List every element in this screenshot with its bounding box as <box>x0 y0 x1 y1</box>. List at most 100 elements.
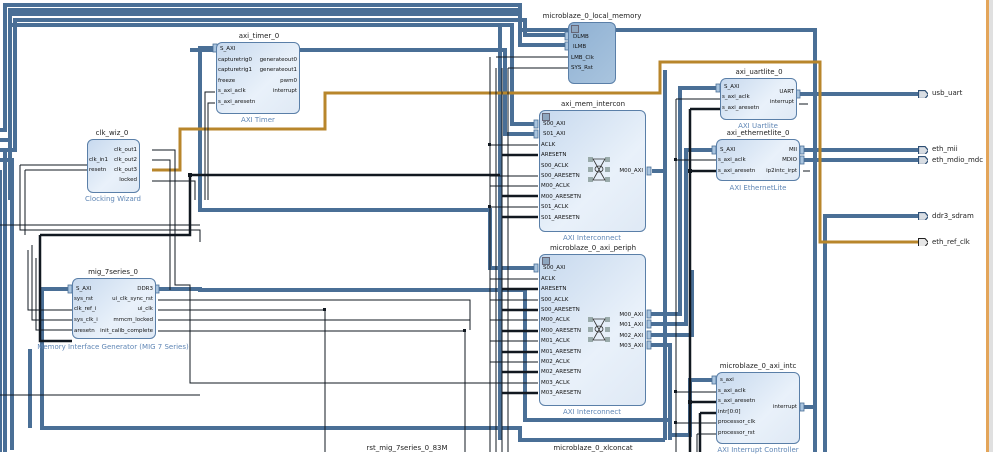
pin-s-axi[interactable]: s_axi <box>720 377 734 383</box>
pin-init-calib-complete[interactable]: init_calib_complete <box>100 328 153 334</box>
block-rst-mig-instance[interactable]: rst_mig_7series_0_83M <box>366 444 448 452</box>
pin-s-axi-aresetn[interactable]: s_axi_aresetn <box>718 168 756 174</box>
pin-interrupt[interactable]: interrupt <box>272 88 297 94</box>
block-body[interactable]: S00_AXI ACLK ARESETN S00_ACLK S00_ARESET… <box>539 254 646 406</box>
block-body[interactable]: S00_AXI S01_AXI ACLK ARESETN S00_ACLK S0… <box>539 110 646 232</box>
pin[interactable]: M01_ACLK <box>541 338 570 344</box>
expand-icon[interactable] <box>571 25 579 33</box>
pin-s-axi-aclk[interactable]: s_axi_aclk <box>722 94 750 100</box>
pin[interactable]: M03_ACLK <box>541 380 570 386</box>
pin-freeze[interactable]: freeze <box>218 78 236 84</box>
pin-mdio[interactable]: MDIO <box>782 157 797 163</box>
expand-icon[interactable] <box>542 257 550 265</box>
pin-sys-clk-i[interactable]: sys_clk_i <box>74 317 98 323</box>
bus-net[interactable] <box>40 287 665 442</box>
block-body[interactable]: S_AXI sys_rst clk_ref_i sys_clk_i areset… <box>72 278 156 339</box>
block-body[interactable]: S_AXI capturetrig0 capturetrig1 freeze s… <box>216 42 300 114</box>
pin-s-axi[interactable]: S_AXI <box>724 84 740 90</box>
pin-ddr3[interactable]: DDR3 <box>137 286 153 292</box>
pin-m00-axi[interactable]: M00_AXI <box>619 312 643 318</box>
pin-lmb-clk[interactable]: LMB_Clk <box>571 55 594 61</box>
block-body[interactable]: DLMB ILMB LMB_Clk SYS_Rst <box>568 22 616 84</box>
block-body[interactable]: clk_in1 resetn clk_out1 clk_out2 clk_out… <box>87 139 140 193</box>
pin[interactable]: M01_ARESETN <box>541 349 581 355</box>
pin-m03-axi[interactable]: M03_AXI <box>619 343 643 349</box>
pin[interactable]: ACLK <box>541 276 556 282</box>
pin-clk-out1[interactable]: clk_out1 <box>114 147 137 153</box>
pin-mmcm-locked[interactable]: mmcm_locked <box>113 317 153 323</box>
pin[interactable]: S01_AXI <box>543 131 566 137</box>
pin-generateout0[interactable]: generateout0 <box>259 57 297 63</box>
clock-net-eth-ref-clk[interactable] <box>152 60 918 244</box>
pin-clk-ref-i[interactable]: clk_ref_i <box>74 306 97 312</box>
bus-net[interactable] <box>650 148 720 326</box>
pin-processor-clk[interactable]: processor_clk <box>718 419 756 425</box>
pin-capturetrig0[interactable]: capturetrig0 <box>218 57 252 63</box>
pin-s-axi[interactable]: S_AXI <box>76 286 92 292</box>
pin-s-axi-aresetn[interactable]: s_axi_aresetn <box>722 105 760 111</box>
pin[interactable]: S00_ARESETN <box>541 173 580 179</box>
canvas-scrollbar-edge[interactable] <box>989 0 993 452</box>
pin-m01-axi[interactable]: M01_AXI <box>619 322 643 328</box>
expand-icon[interactable] <box>542 113 550 121</box>
pin[interactable]: M02_ACLK <box>541 359 570 365</box>
pin[interactable]: ARESETN <box>541 152 567 158</box>
pin-s-axi-aclk[interactable]: s_axi_aclk <box>218 88 246 94</box>
pin-dlmb[interactable]: DLMB <box>573 34 589 40</box>
pin[interactable]: S01_ARESETN <box>541 215 580 221</box>
pin-s-axi[interactable]: S_AXI <box>720 147 736 153</box>
pin-intr[interactable]: intr[0:0] <box>718 409 741 415</box>
pin[interactable]: S00_ARESETN <box>541 307 580 313</box>
block-body[interactable]: S_AXI s_axi_aclk s_axi_aresetn UART inte… <box>720 78 797 120</box>
pin-s-axi-aclk[interactable]: s_axi_aclk <box>718 157 746 163</box>
pin-ip2intc-irpt[interactable]: ip2intc_irpt <box>766 168 797 174</box>
pin-clk-out3[interactable]: clk_out3 <box>114 167 137 173</box>
pin-aresetn[interactable]: aresetn <box>74 328 95 334</box>
pin[interactable]: M00_ARESETN <box>541 194 581 200</box>
pin[interactable]: M00_ARESETN <box>541 328 581 334</box>
pin[interactable]: S01_ACLK <box>541 204 569 210</box>
pin-mii[interactable]: MII <box>789 147 797 153</box>
pin-ui-clk-sync-rst[interactable]: ui_clk_sync_rst <box>112 296 153 302</box>
pin-s-axi-aresetn[interactable]: s_axi_aresetn <box>718 398 756 404</box>
pin-sys-rst[interactable]: SYS_Rst <box>571 65 593 71</box>
pin-uart[interactable]: UART <box>779 89 794 95</box>
pin[interactable]: M00_ACLK <box>541 317 570 323</box>
pin-ilmb[interactable]: ILMB <box>573 44 587 50</box>
bus-net[interactable] <box>0 18 568 152</box>
pin[interactable]: ACLK <box>541 142 556 148</box>
bus-net[interactable] <box>10 23 538 126</box>
pin-generateout1[interactable]: generateout1 <box>259 67 297 73</box>
pin[interactable]: M02_ARESETN <box>541 369 581 375</box>
pin-clk-in1[interactable]: clk_in1 <box>89 157 109 163</box>
pin[interactable]: ARESETN <box>541 286 567 292</box>
pin-pwm0[interactable]: pwm0 <box>280 78 297 84</box>
bus-net[interactable] <box>823 214 918 452</box>
block-body[interactable]: S_AXI s_axi_aclk s_axi_aresetn MII MDIO … <box>716 139 800 181</box>
block-xlconcat-instance[interactable]: microblaze_0_xlconcat <box>553 444 633 452</box>
pin-m02-axi[interactable]: M02_AXI <box>619 333 643 339</box>
pin-m00-axi[interactable]: M00_AXI <box>619 168 643 174</box>
pin-interrupt[interactable]: interrupt <box>772 404 797 410</box>
pin[interactable]: M00_ACLK <box>541 183 570 189</box>
pin-clk-out2[interactable]: clk_out2 <box>114 157 137 163</box>
pin-s-axi[interactable]: S_AXI <box>220 46 236 52</box>
pin[interactable]: S00_AXI <box>543 265 566 271</box>
pin-resetn[interactable]: resetn <box>89 167 107 173</box>
pin[interactable]: M03_ARESETN <box>541 390 581 396</box>
pin-s-axi-aresetn[interactable]: s_axi_aresetn <box>218 99 256 105</box>
pin[interactable]: S00_ACLK <box>541 297 569 303</box>
pin-sys-rst[interactable]: sys_rst <box>74 296 94 302</box>
bus-net[interactable] <box>8 12 568 200</box>
block-body[interactable]: s_axi s_axi_aclk s_axi_aresetn intr[0:0]… <box>716 372 800 444</box>
bus-net[interactable] <box>0 3 817 452</box>
pin-capturetrig1[interactable]: capturetrig1 <box>218 67 252 73</box>
pin-processor-rst[interactable]: processor_rst <box>718 430 755 436</box>
pin[interactable]: S00_ACLK <box>541 163 569 169</box>
pin-s-axi-aclk[interactable]: s_axi_aclk <box>718 388 746 394</box>
pin-interrupt[interactable]: interrupt <box>769 99 794 105</box>
pin-ui-clk[interactable]: ui_clk <box>137 306 153 312</box>
pin[interactable]: S00_AXI <box>543 121 566 127</box>
pin-locked[interactable]: locked <box>119 177 137 183</box>
